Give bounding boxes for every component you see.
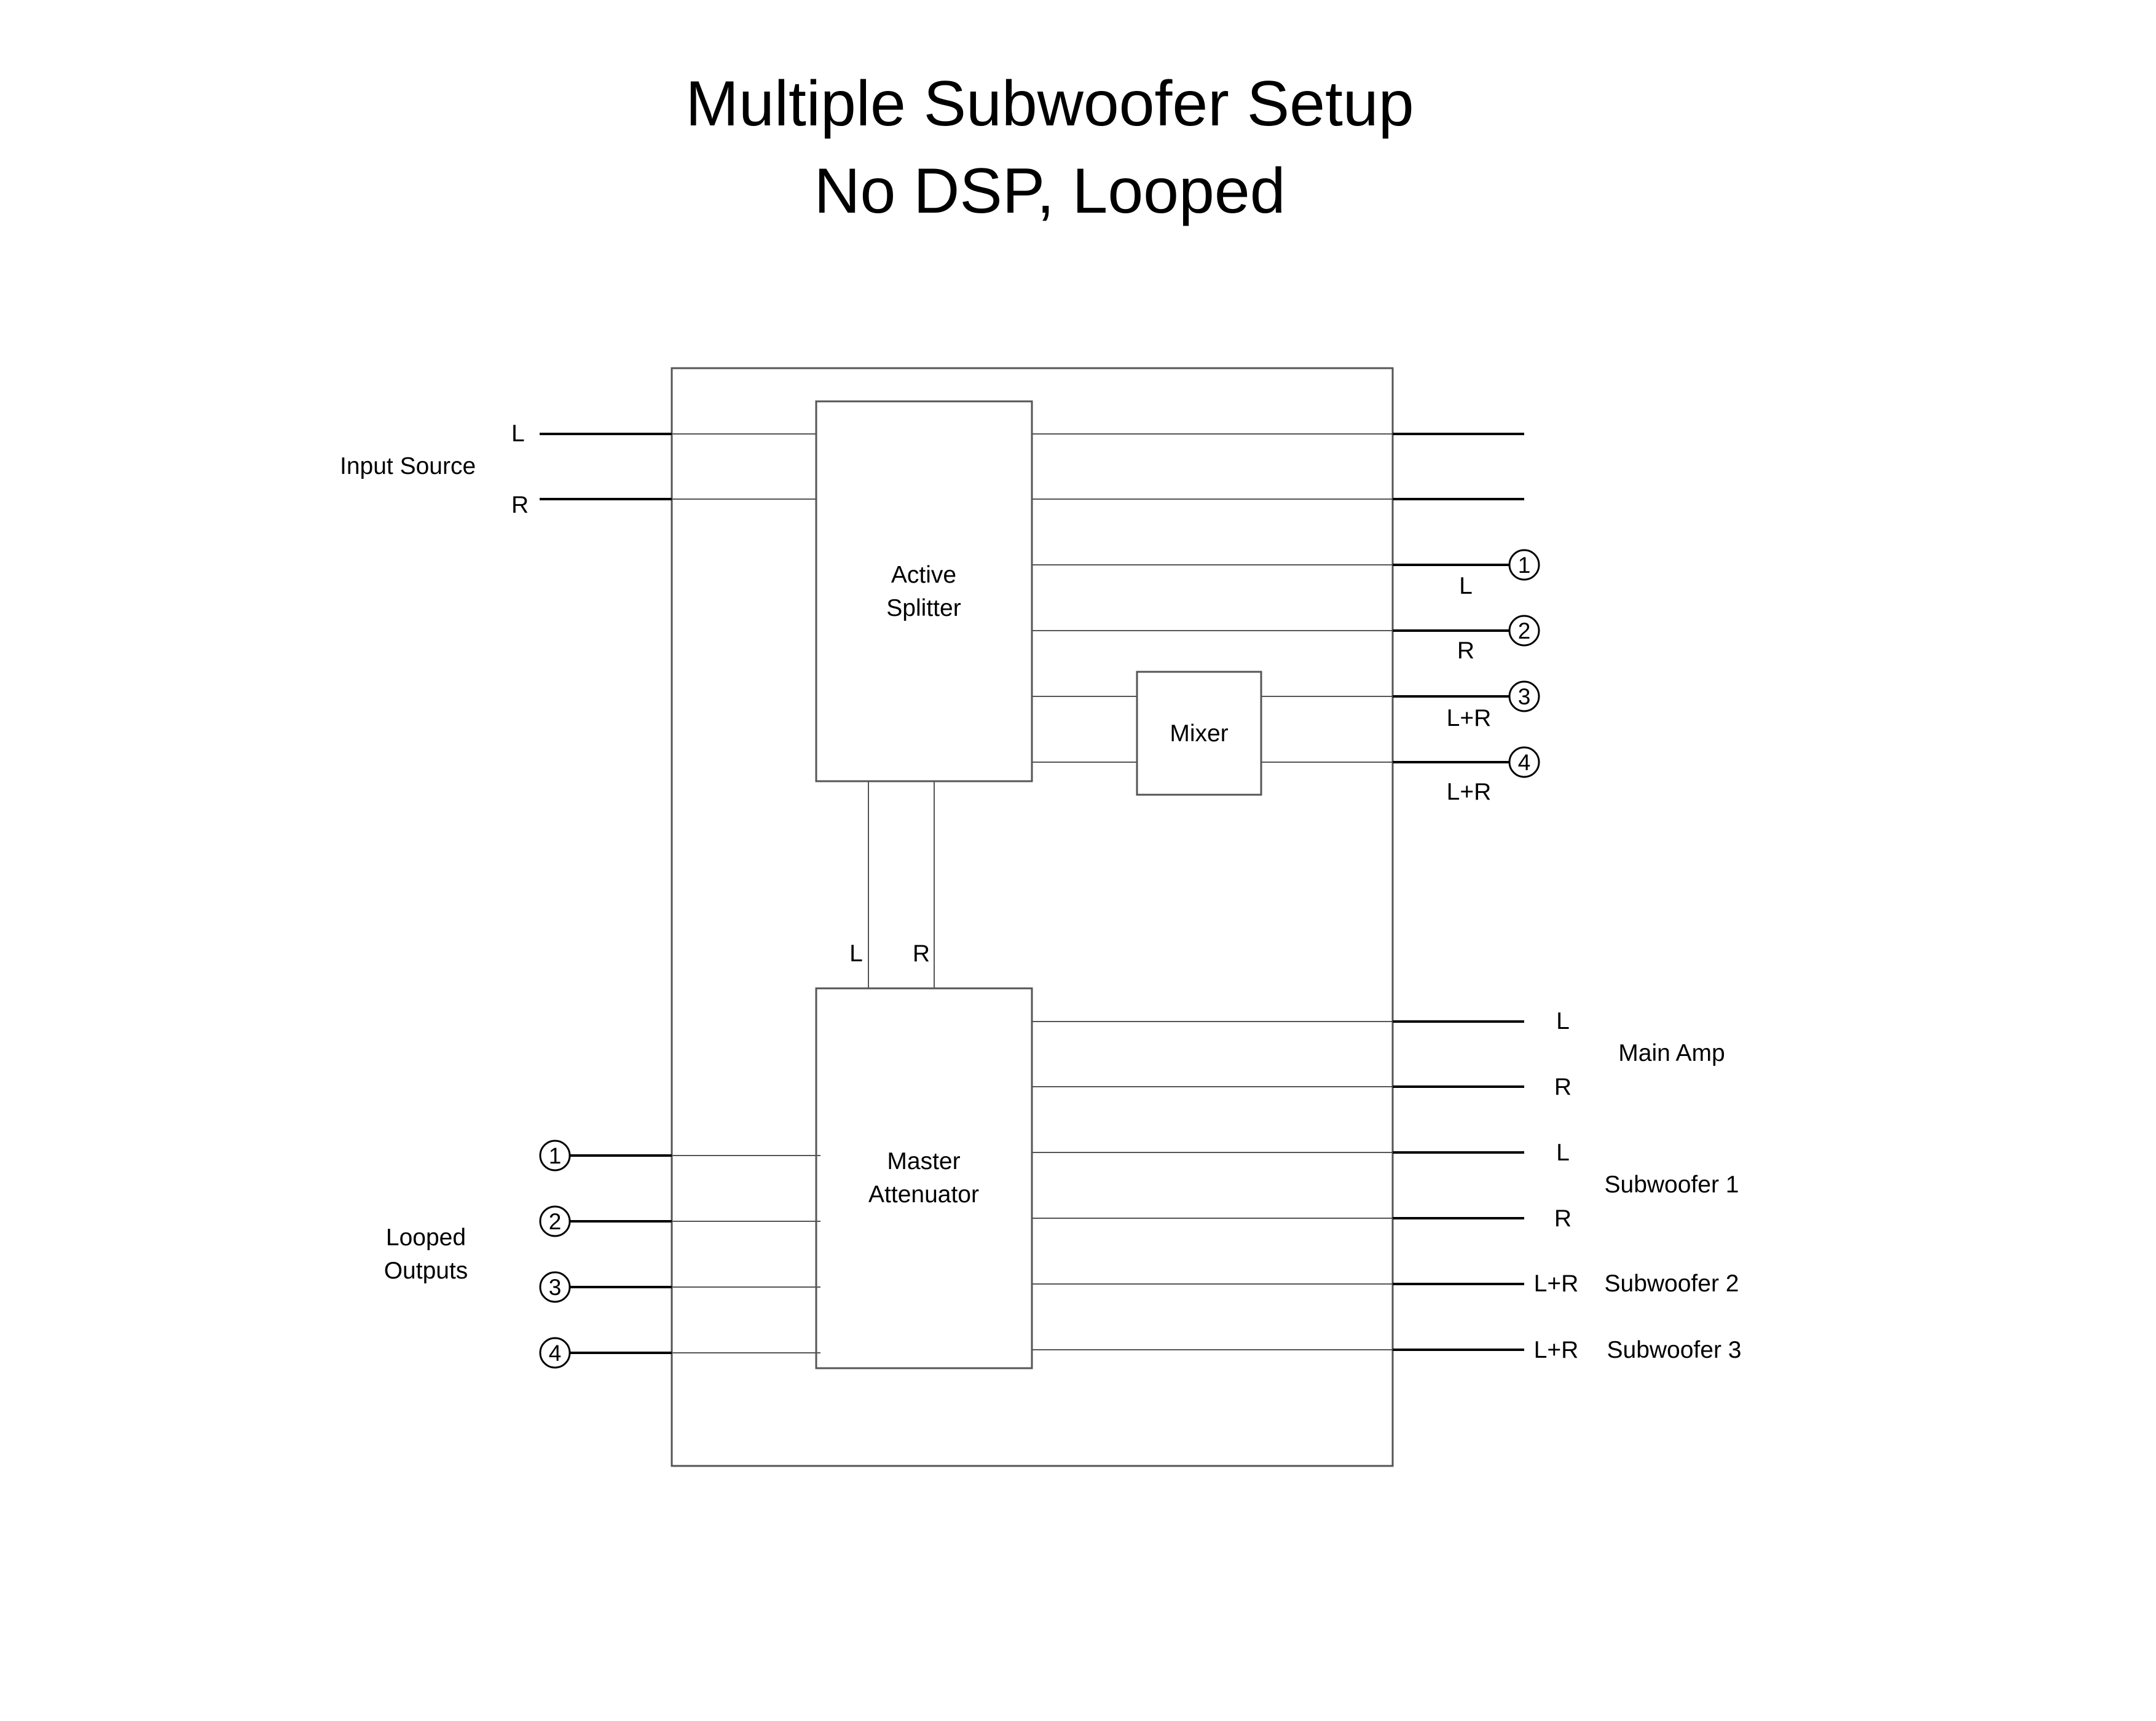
attenuator-outputs: L R Main Amp L R Subwoofer 1 L+R Subwoof… <box>1032 1008 1741 1363</box>
master-attenuator-label-line2: Attenuator <box>868 1181 979 1208</box>
main-amp-right-label: R <box>1554 1074 1572 1100</box>
loop-in-3-number: 3 <box>549 1275 562 1300</box>
loop-in-2-number: 2 <box>549 1209 562 1234</box>
mixer-label: Mixer <box>1170 720 1228 747</box>
diagram-title-line1: Multiple Subwoofer Setup <box>685 68 1414 140</box>
loop-out-2-connector <box>1508 615 1540 647</box>
main-amp-left-label: L <box>1556 1008 1570 1034</box>
subwoofer2-mix-label: L+R <box>1534 1270 1579 1297</box>
splitter-attenuator-link: L R <box>849 781 935 988</box>
active-splitter-label-line1: Active <box>891 562 956 588</box>
subwoofer1-left-label: L <box>1556 1140 1570 1166</box>
input-right-label: R <box>511 492 529 518</box>
active-splitter-block <box>815 400 1033 782</box>
main-amp-label: Main Amp <box>1618 1040 1725 1066</box>
loop-out-2-number: 2 <box>1518 618 1531 644</box>
subwoofer1-right-label: R <box>1554 1205 1572 1232</box>
input-left-label: L <box>511 420 525 447</box>
subwoofer2-label: Subwoofer 2 <box>1605 1270 1739 1297</box>
loop-out-3-label: L+R <box>1447 705 1492 731</box>
splitter-passthrough-outputs <box>1032 433 1524 500</box>
active-splitter-label-line2: Splitter <box>886 595 961 621</box>
input-source-label: Input Source <box>340 453 476 479</box>
loop-in-1-number: 1 <box>549 1143 562 1168</box>
loop-out-1-label: L <box>1459 573 1473 599</box>
loop-out-4-connector <box>1508 746 1540 778</box>
link-left-label: L <box>849 940 863 967</box>
loop-out-3-connector <box>1508 680 1540 712</box>
link-right-label: R <box>913 940 930 967</box>
loop-out-2-label: R <box>1457 637 1474 664</box>
loop-out-4-number: 4 <box>1518 750 1531 775</box>
device-enclosure <box>671 367 1394 1467</box>
loop-out-4-label: L+R <box>1447 779 1492 805</box>
master-attenuator-label-line1: Master <box>887 1148 960 1175</box>
subwoofer1-label: Subwoofer 1 <box>1605 1172 1739 1198</box>
loop-in-4-number: 4 <box>549 1341 562 1366</box>
looped-outputs-label-line1: Looped <box>386 1224 466 1251</box>
loop-outputs: 1 L 2 R 3 L+R 4 L+R <box>1032 549 1540 805</box>
loop-out-1-number: 1 <box>1518 553 1531 578</box>
loop-out-3-number: 3 <box>1518 684 1531 709</box>
master-attenuator-block <box>815 987 1033 1369</box>
mixer-block <box>1136 671 1262 796</box>
diagram-title-line2: No DSP, Looped <box>814 156 1285 227</box>
loop-out-1-connector <box>1508 549 1540 581</box>
looped-inputs: Looped Outputs 1 2 3 4 <box>384 1140 820 1369</box>
subwoofer3-mix-label: L+R <box>1534 1337 1579 1363</box>
subwoofer3-label: Subwoofer 3 <box>1607 1337 1742 1363</box>
looped-outputs-label-line2: Outputs <box>384 1258 468 1284</box>
input-source: Input Source L R <box>340 420 816 518</box>
